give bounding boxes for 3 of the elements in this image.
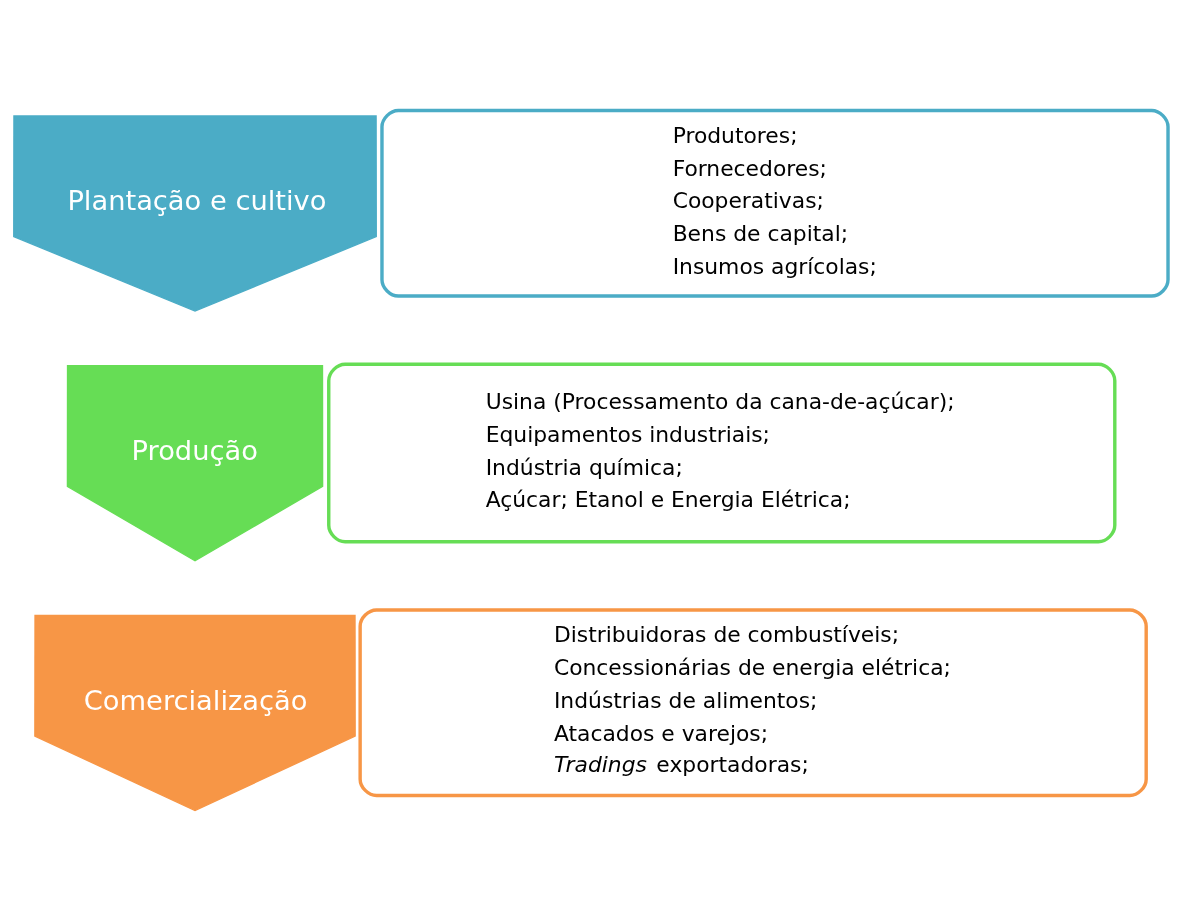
node-box: Usina (Processamento da cana-de-açúcar); Equipamentos industriais; Indústria química; Açúcar; Etanol e Energia Elétrica; bbox=[327, 362, 1117, 544]
node-box: Distribuidoras de combustíveis; Concessionárias de energia elétrica; Indústrias de alimentos; Atacados e varejos; Tradings exportadoras; bbox=[358, 608, 1148, 798]
node-box: Produtores; Fornecedores; Cooperativas; Bens de capital; Insumos agrícolas; bbox=[380, 108, 1170, 298]
